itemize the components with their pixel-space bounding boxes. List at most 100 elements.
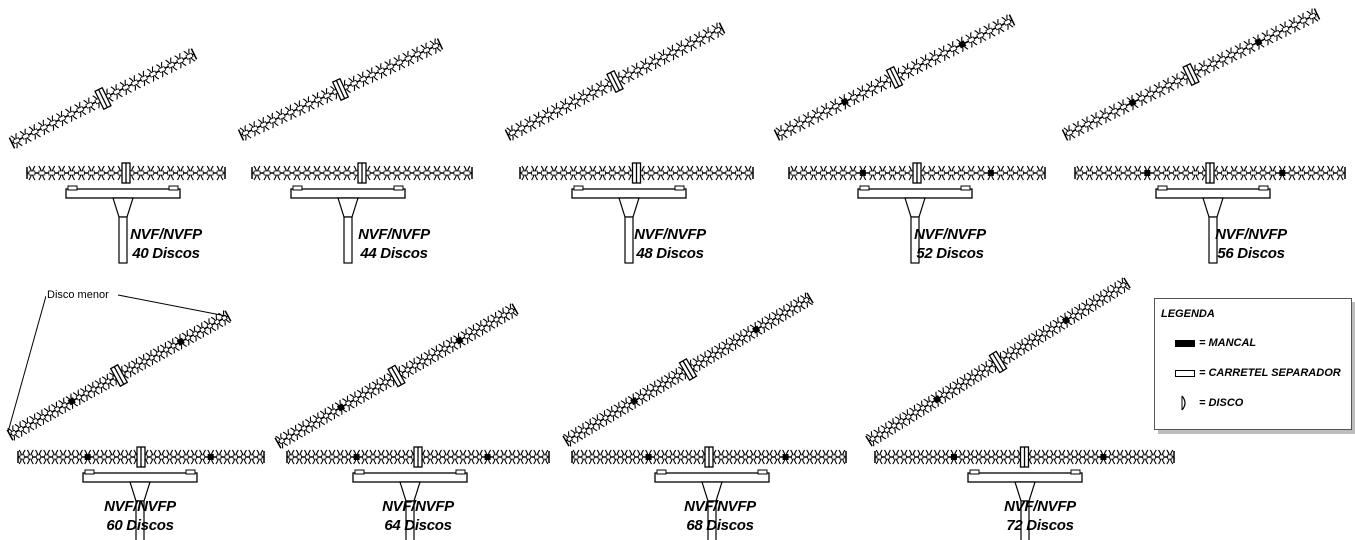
spool [638,454,643,460]
spool [666,376,674,384]
spool [32,417,39,425]
spool [403,454,409,460]
legend-row-bearing: = MANCAL [1175,335,1256,351]
end-cap [718,22,726,34]
spool [1051,454,1057,460]
spool [1034,334,1041,342]
spool [1105,290,1113,298]
spool [444,454,450,460]
spool [662,454,668,460]
spool [618,170,626,176]
spool [1067,454,1073,460]
spool [869,170,876,176]
spool [48,170,56,176]
spool [667,170,674,176]
config-model: NVF/NVFP [358,226,430,243]
spool [542,454,548,460]
spool [1124,170,1132,176]
spool [1119,103,1128,111]
spool [53,405,61,413]
spool [642,62,651,70]
angled-gang [504,22,726,141]
frame-bracket [618,197,640,218]
spool [12,137,21,145]
spool [460,454,466,460]
spool [570,170,577,176]
bearing [176,337,185,346]
spool [1026,338,1034,346]
spool [948,387,955,394]
spool [377,67,386,75]
spool [82,390,90,397]
spool [526,454,531,460]
spool [599,170,606,176]
spool [253,170,261,176]
spool [1142,454,1148,460]
spool [1236,47,1245,55]
straight-gang [286,446,550,468]
spool [370,454,376,460]
spool [725,170,732,176]
spool [560,170,567,176]
spool [1048,325,1056,333]
frame-pole [135,500,145,540]
spool [774,313,782,321]
spool [983,365,991,372]
spool [148,354,156,361]
spool [155,350,163,357]
spool [501,454,507,460]
spool [383,170,391,176]
spool [958,170,965,176]
spool [890,422,898,429]
spool [566,435,573,443]
spool [433,349,441,357]
bearing [782,454,789,460]
bearing [1061,316,1071,325]
spool [1263,34,1272,42]
spool [184,334,192,342]
spool [738,334,746,342]
gang-config-72 [865,277,1175,540]
spool [330,408,337,415]
frame-bracket [904,197,926,218]
spool [745,330,753,338]
spool [750,454,756,460]
spool [213,318,221,326]
spool [867,84,876,93]
spool [588,89,597,97]
spool [436,454,441,460]
straight-gang [571,446,847,468]
spool [60,454,66,460]
frame-lug [84,469,95,475]
bearing [859,170,866,176]
spool [760,322,767,329]
spool [431,42,440,50]
spool [427,454,433,460]
spool [463,332,471,340]
spool [249,454,255,460]
frame-lug [455,469,466,475]
gang-config-64 [274,303,550,540]
spool [724,343,731,350]
spool [46,409,54,417]
spool [78,170,85,176]
frame-pole [910,216,920,264]
spool [898,170,906,176]
frame [65,185,181,264]
spool [1218,55,1227,63]
spool [329,454,335,460]
spool [534,454,540,460]
spool [68,170,75,176]
spool [157,170,164,176]
bearing [932,395,942,404]
spool [313,170,321,176]
spool [1227,51,1236,59]
spool [767,454,772,460]
spool [1337,170,1344,176]
spool [404,54,413,62]
spool [579,170,587,176]
spool [795,120,804,128]
spool [259,121,268,129]
spool [668,48,677,57]
